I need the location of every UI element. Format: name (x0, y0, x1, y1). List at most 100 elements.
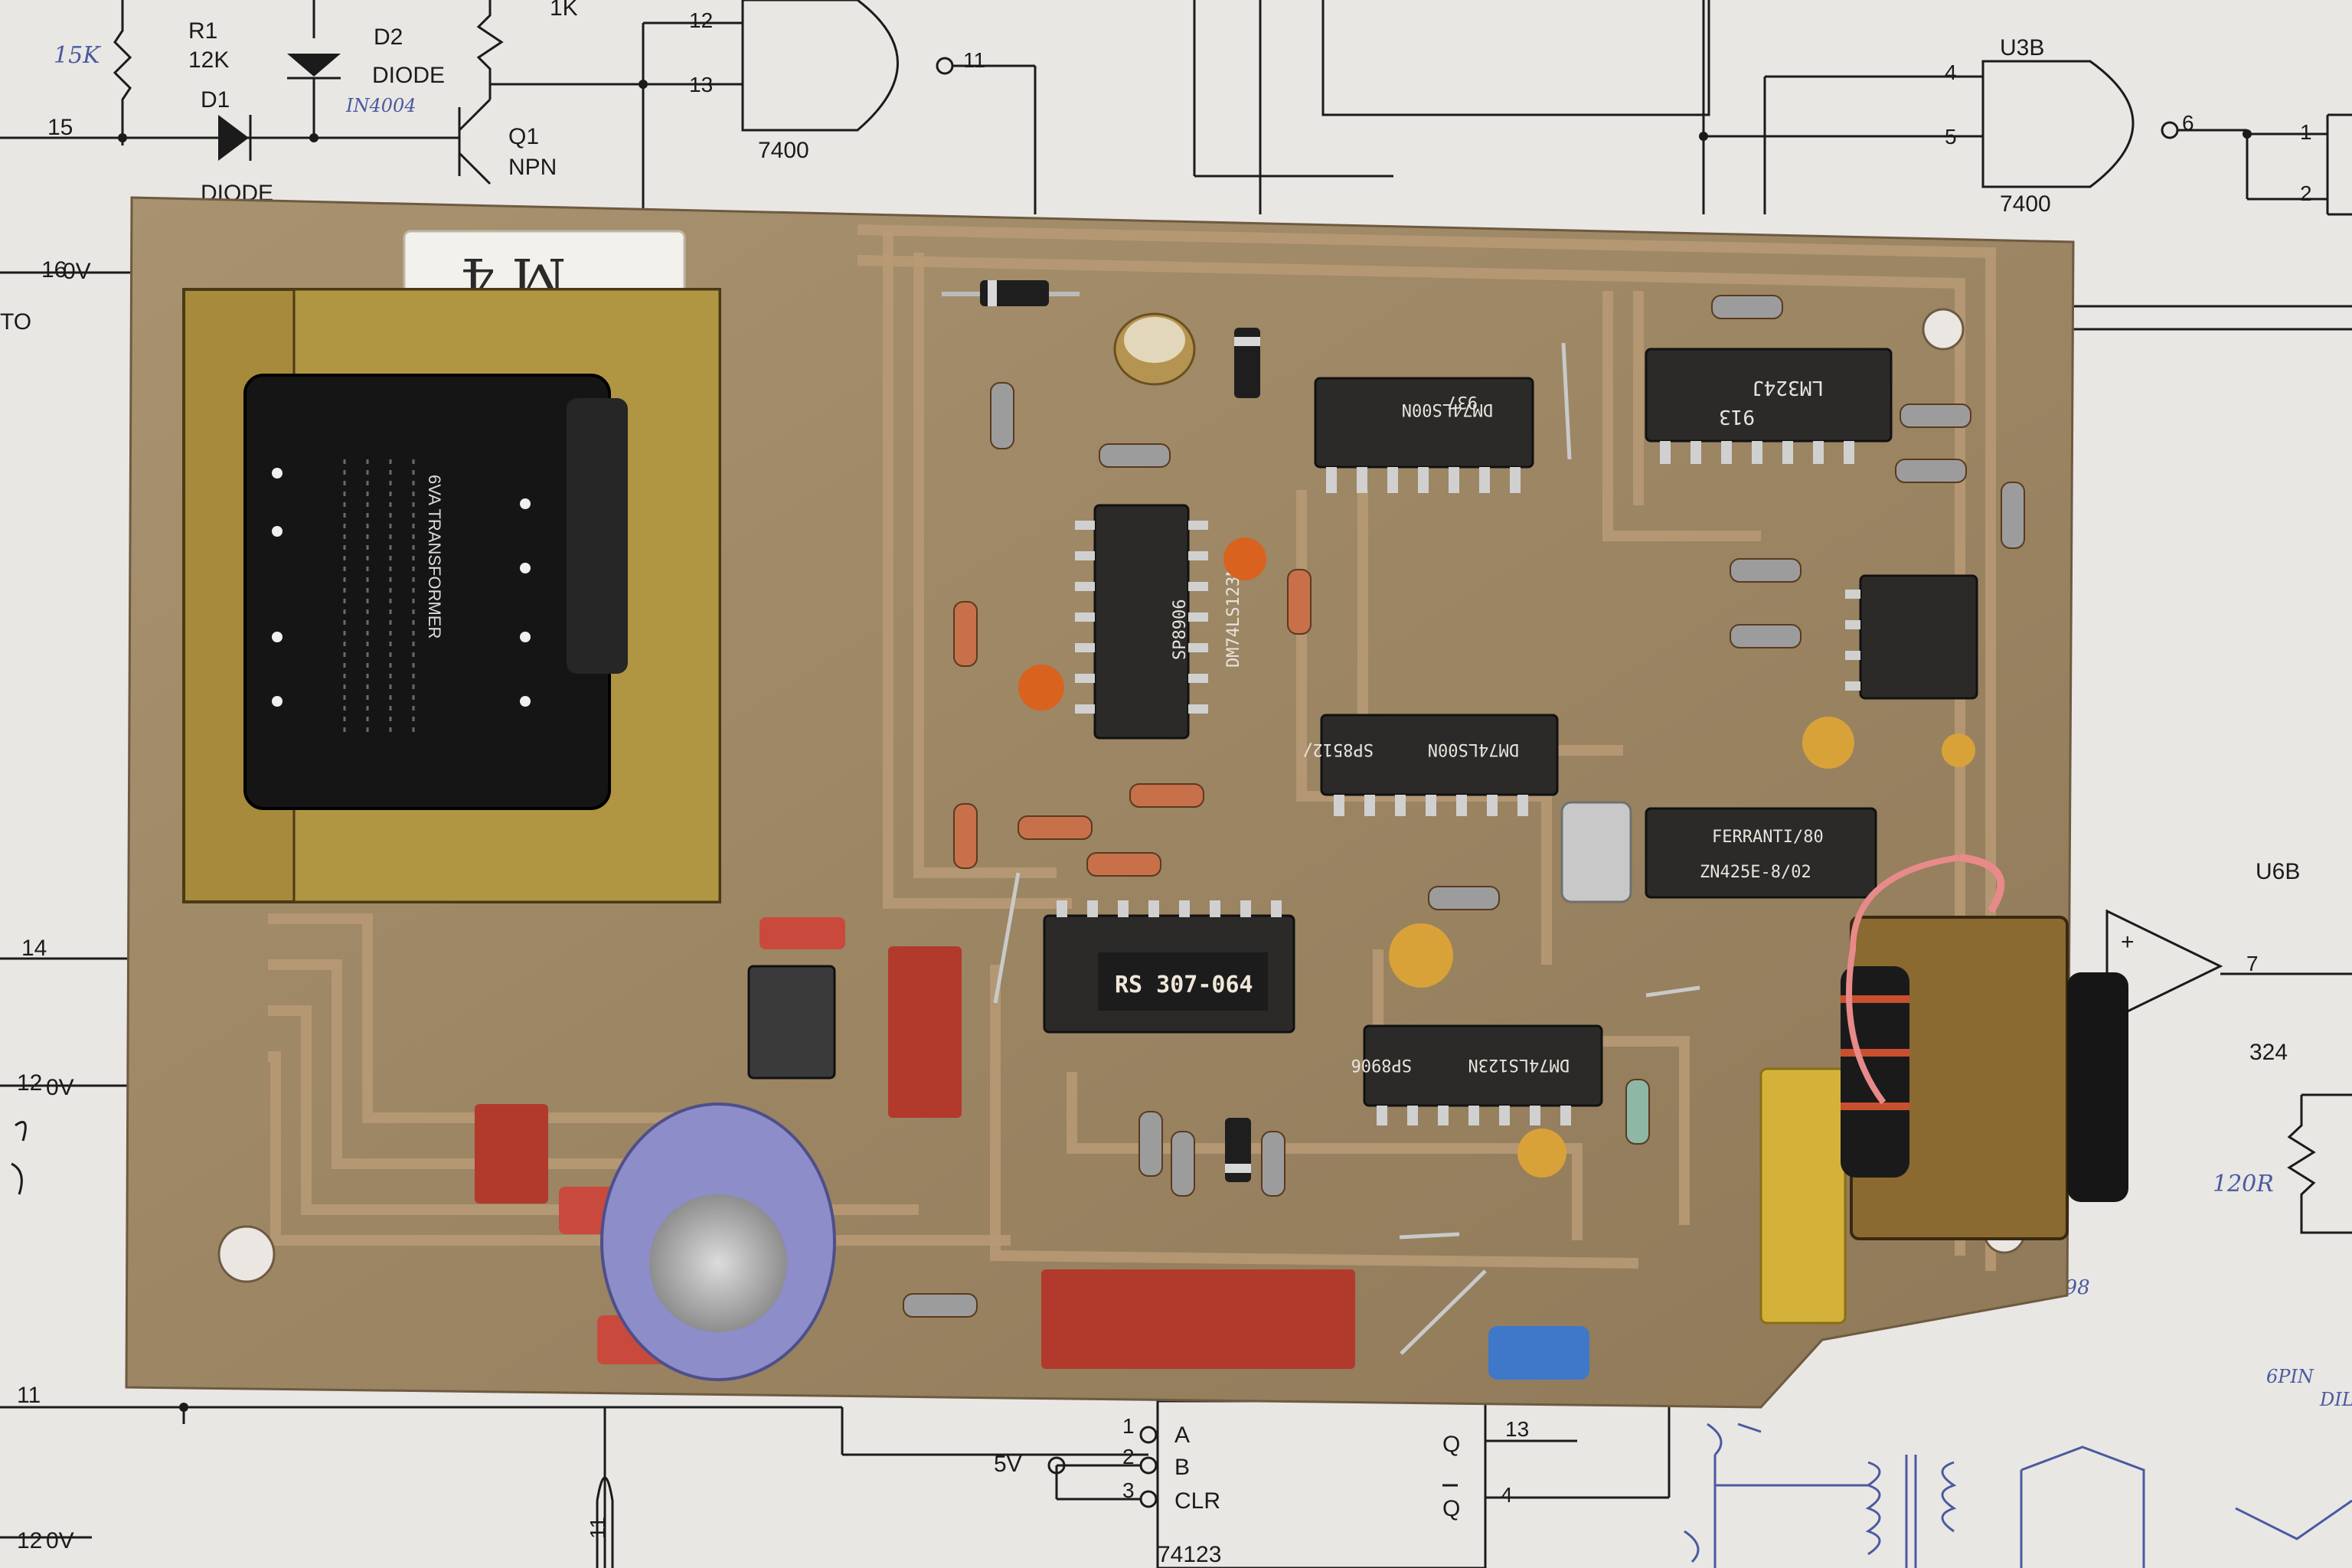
mono-part: 74123 (1158, 1542, 1221, 1567)
tantalum-capacitor (1389, 923, 1453, 988)
r1-label: R1 (188, 18, 217, 44)
resistor (1428, 886, 1500, 910)
node-dot (309, 133, 318, 142)
node-dot (179, 1403, 188, 1412)
resistor (953, 601, 978, 667)
handwritten-dil: DIL (2319, 1389, 2352, 1410)
right-pin-2: 2 (2300, 181, 2312, 205)
op-amp-plus: + (2121, 929, 2135, 955)
mono-pin-2: 2 (1122, 1445, 1135, 1468)
q1-type: NPN (508, 155, 557, 180)
op-amp-triangle (2105, 909, 2223, 1024)
handwritten-15k: 15K (54, 42, 101, 69)
ic-74ls123-left: DM74LS123N SP8906 (1075, 504, 1243, 740)
net-15-label: 15 (47, 115, 73, 140)
ic-part-number: ZN425E-8/02 (1700, 863, 1811, 882)
transistor-top (1124, 317, 1185, 363)
input-a-bubble (1139, 1426, 1158, 1444)
resistor (1730, 624, 1802, 648)
schematic-box (1321, 0, 1710, 116)
wire-pink (1959, 854, 2005, 913)
nand-gate-u3b: U3B 4 5 6 7400 1 2 (1699, 0, 2352, 331)
tantalum-capacitor (1802, 717, 1854, 769)
ic-part-number: DM74LS123N (1468, 1055, 1570, 1074)
resistors (903, 295, 2025, 1318)
transformer-copper-layers (1841, 995, 1909, 1110)
jumper-wires (993, 342, 1700, 1355)
tantalum-capacitor (1942, 733, 1975, 767)
diode-band (988, 280, 997, 306)
trimmer-capacitor (1560, 801, 1632, 903)
transformer-terminals (272, 468, 531, 707)
net-to-label: TO (0, 309, 31, 335)
resistor-120r-symbol (2287, 1095, 2352, 1234)
jumper-wire (1645, 985, 1700, 998)
d2-diode-symbol (287, 54, 341, 77)
ic-74ls123-right: DM74LS123N SP8906 (1351, 1024, 1603, 1125)
sketch-core (1905, 1455, 1917, 1568)
electrolytic-top (649, 1194, 787, 1332)
u3b-part: 7400 (2000, 191, 2051, 217)
net-12-label: 12 (17, 1070, 42, 1096)
connector-small (475, 1104, 548, 1204)
sketch-wire (1713, 1455, 1868, 1568)
diode-band (1225, 1164, 1251, 1173)
right-components (1759, 854, 2128, 1325)
transistor-can (1113, 312, 1196, 386)
ic-pins (1075, 521, 1208, 714)
trace (1296, 490, 1552, 965)
node-dot (639, 80, 648, 89)
film-capacitor (760, 917, 845, 949)
bridge-rectifier (747, 965, 836, 1080)
mono-pin-1: 1 (1122, 1414, 1135, 1438)
ic-pins (1326, 467, 1521, 493)
u3b-pin-4: 4 (1945, 60, 1957, 84)
ic-date-code: 913 (1719, 405, 1755, 428)
handwritten-in4004: IN4004 (345, 95, 416, 116)
resistor (1900, 403, 1971, 428)
ic-manufacturer: FERRANTI/80 (1712, 828, 1824, 847)
resistor (1261, 1131, 1285, 1197)
resistor (1895, 459, 1967, 483)
u3b-pin-5: 5 (1945, 125, 1957, 149)
mono-in-a: A (1174, 1423, 1190, 1448)
net-11-label: 11 (17, 1383, 41, 1408)
op-amp-pin-7: 7 (2246, 952, 2259, 975)
diodes (942, 280, 1260, 1182)
ic-date-code: SP8906 (1171, 599, 1190, 660)
transformer-winding-edge (2067, 972, 2128, 1202)
diode-band (1234, 337, 1260, 346)
ic-body (1645, 348, 1893, 443)
net-12-bottom-label: 12 (17, 1528, 42, 1553)
sketch-coil (1865, 1461, 1881, 1556)
net-0v-top: 0V (63, 259, 91, 284)
trace (1067, 1072, 1583, 1240)
trace (913, 253, 1057, 878)
mono-out-q: Q (1442, 1432, 1460, 1457)
nand-gate-u3: 12 13 11 7400 (689, 0, 1037, 214)
ic-part-number: DM74LS123N (1224, 567, 1243, 668)
resistor (1099, 443, 1171, 468)
transformer-label: 6VA TRANSFORMER (425, 475, 444, 639)
resistor (1625, 1079, 1650, 1145)
resistor-15k-symbol (113, 0, 132, 145)
ic-body (1314, 377, 1534, 469)
mains-transformer: 6VA TRANSFORMER (182, 288, 721, 903)
net-0v-mid: 0V (46, 1075, 74, 1100)
next-gate-edge (2326, 113, 2352, 216)
transformer-winding-edge (567, 398, 628, 674)
resistor (1730, 558, 1802, 583)
d1-diode-symbol (218, 115, 249, 161)
op-amp-u6b: U6B + 7 324 120R (2105, 859, 2352, 1234)
net-14-label: 14 (21, 936, 47, 961)
left-bottom-components (475, 917, 1589, 1381)
ic-ferranti-zn425: FERRANTI/80 ZN425E-8/02 (1560, 801, 1877, 903)
u3-pin-12: 12 (689, 8, 713, 32)
resistor (1018, 815, 1093, 840)
op-amp-part: 324 (2249, 1040, 2288, 1065)
ic-body (1363, 1024, 1603, 1107)
handwritten-3-mark (1707, 1423, 1762, 1456)
pcb-board: M 4 6VA TRANSFORMER DM74LS00N 937 (125, 196, 2128, 1409)
connector-vertical (888, 946, 962, 1118)
